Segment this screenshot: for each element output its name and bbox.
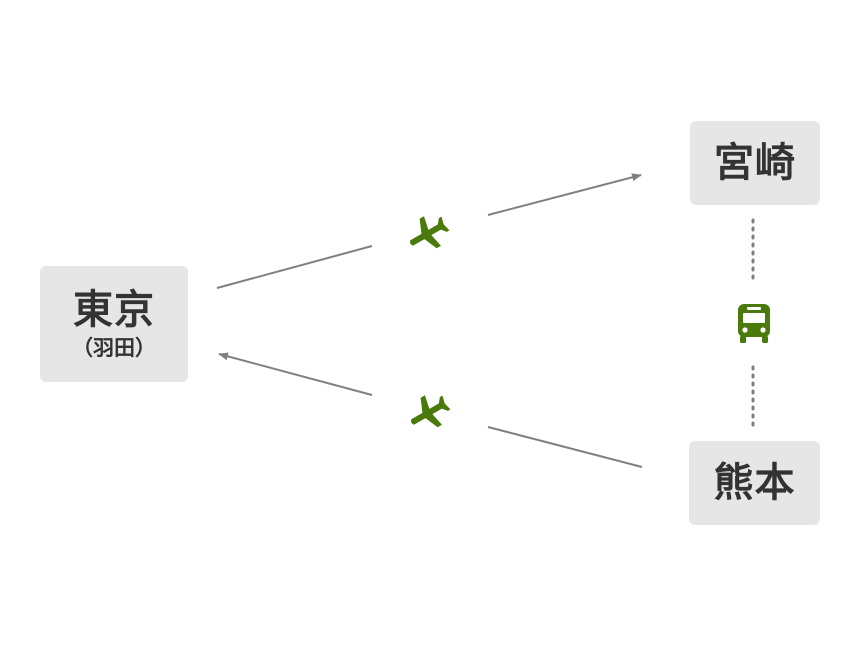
route-line-tokyo-miyazaki-a: [216, 245, 373, 289]
route-arrow-to-tokyo: [218, 352, 373, 396]
airplane-icon: [410, 395, 451, 428]
airplane-icon: [409, 216, 450, 249]
node-kumamoto: 熊本: [689, 441, 820, 525]
node-miyazaki-name: 宮崎: [714, 140, 796, 186]
node-tokyo-sub: （羽田）: [72, 335, 156, 360]
bus-icon: [738, 304, 770, 343]
node-kumamoto-name: 熊本: [713, 460, 796, 506]
route-arrow-to-miyazaki: [487, 173, 642, 216]
route-line-kumamoto-tokyo-a: [487, 426, 643, 468]
node-tokyo: 東京 （羽田）: [40, 266, 188, 382]
node-tokyo-name: 東京: [73, 286, 155, 333]
node-miyazaki: 宮崎: [690, 121, 820, 205]
